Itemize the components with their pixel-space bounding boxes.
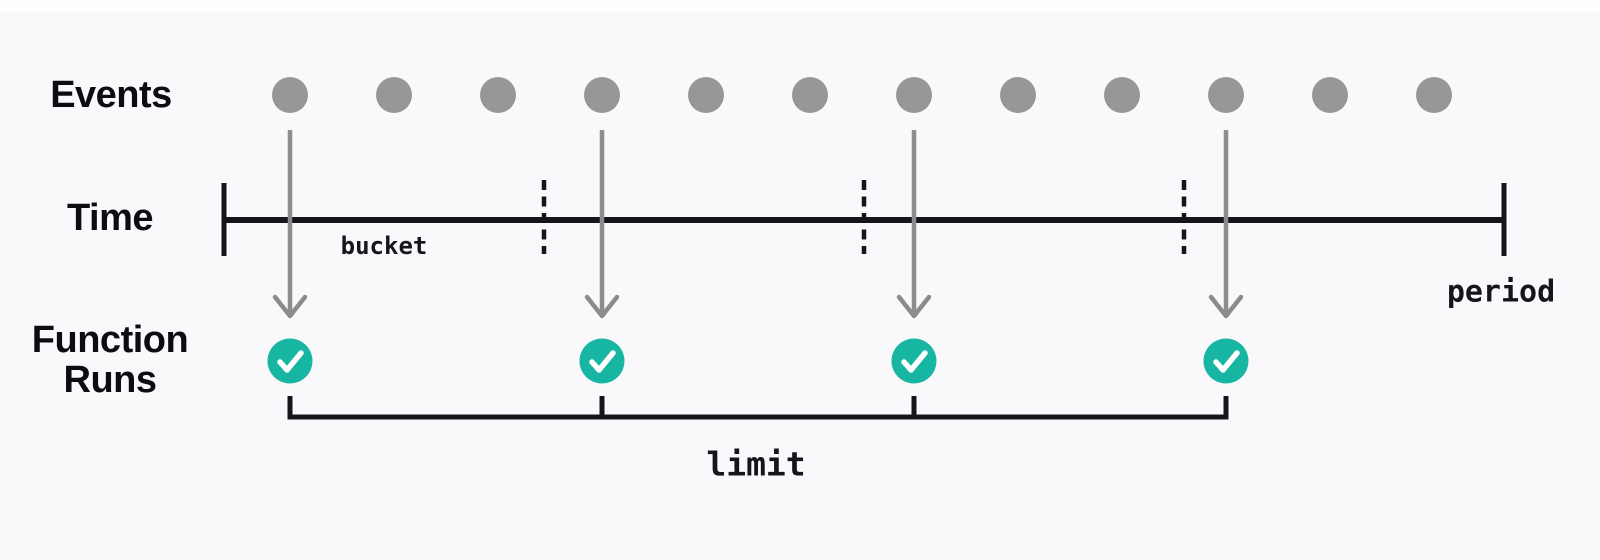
event-dot <box>1000 77 1036 113</box>
check-icon <box>589 350 616 373</box>
limit-label: limit <box>706 444 806 484</box>
page-top-strip <box>0 0 1600 12</box>
event-dot <box>688 77 724 113</box>
time-row-label: Time <box>66 197 154 239</box>
check-icon <box>1213 350 1240 373</box>
event-dot <box>1416 77 1452 113</box>
run-circle <box>1203 338 1249 384</box>
event-dot <box>272 77 308 113</box>
function-run-marker <box>267 338 313 384</box>
run-circle <box>579 338 625 384</box>
event-dot <box>376 77 412 113</box>
event-to-run-arrow <box>272 130 308 319</box>
event-dot <box>1208 77 1244 113</box>
bucket-label: bucket <box>340 232 428 260</box>
event-arrows <box>272 130 1244 319</box>
event-dot <box>480 77 516 113</box>
arrow-head-icon <box>272 294 308 319</box>
function-run-markers <box>267 338 1249 384</box>
arrow-head-icon <box>584 294 620 319</box>
function-run-marker <box>891 338 937 384</box>
event-dot <box>1312 77 1348 113</box>
event-dot <box>896 77 932 113</box>
events-row-label: Events <box>50 74 172 116</box>
check-icon <box>901 350 928 373</box>
period-label: period <box>1446 274 1556 310</box>
event-to-run-arrow <box>896 130 932 319</box>
check-icon <box>277 350 304 373</box>
event-to-run-arrow <box>1208 130 1244 319</box>
event-dot <box>792 77 828 113</box>
function-run-marker <box>579 338 625 384</box>
run-circle <box>267 338 313 384</box>
arrow-head-icon <box>896 294 932 319</box>
run-circle <box>891 338 937 384</box>
event-dots <box>272 77 1452 113</box>
arrow-head-icon <box>1208 294 1244 319</box>
function-runs-row-label: Function Runs <box>31 319 189 401</box>
timeline <box>221 183 1507 256</box>
function-run-marker <box>1203 338 1249 384</box>
event-dot <box>584 77 620 113</box>
event-dot <box>1104 77 1140 113</box>
event-to-run-arrow <box>584 130 620 319</box>
limit-bracket <box>287 396 1229 420</box>
